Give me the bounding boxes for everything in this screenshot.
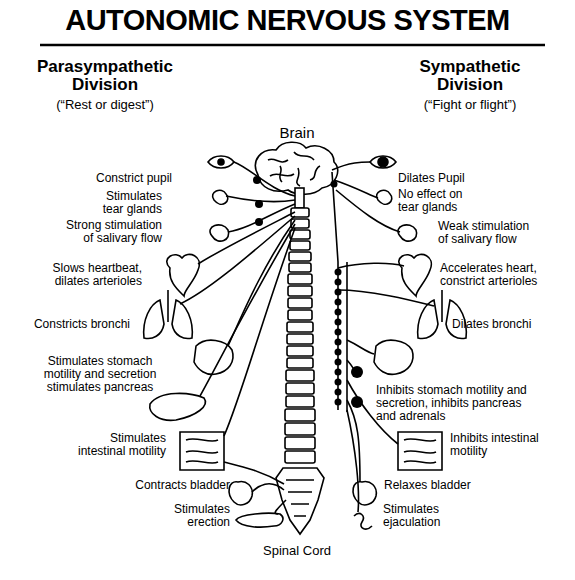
effect-label: Stimulates intestinal motility <box>60 432 166 458</box>
effect-label: Accelerates heart, constrict arterioles <box>440 262 562 288</box>
effect-label: Strong stimulation of salivary flow <box>54 219 162 245</box>
parasympathetic-ganglia <box>253 176 263 226</box>
title-rule <box>40 44 545 47</box>
effect-label: Constricts bronchi <box>10 318 130 331</box>
brain-label: Brain <box>257 125 337 141</box>
division-subtitle: (“Fight or flight”) <box>390 98 550 112</box>
effect-label: Contracts bladder <box>110 479 230 492</box>
parasympathetic-nerves <box>180 162 295 514</box>
effect-label: Stimulates ejaculation <box>383 503 459 529</box>
effect-label: Dilates Pupil <box>398 172 508 185</box>
effect-label: Inhibits stomach motility and secretion,… <box>376 384 536 423</box>
effect-label: Constrict pupil <box>62 172 172 185</box>
division-heading: Parasympathetic Division <box>23 58 188 95</box>
diagram-title: AUTONOMIC NERVOUS SYSTEM <box>0 4 575 37</box>
division-subtitle: (“Rest or digest”) <box>25 98 185 112</box>
effect-label: Dilates bronchi <box>452 318 572 331</box>
spinal-cord-label: Spinal Cord <box>237 544 357 558</box>
left-organs <box>144 156 283 527</box>
division-heading: Sympathetic Division <box>405 58 535 95</box>
effect-label: Slows heartbeat, dilates arterioles <box>30 262 142 288</box>
effect-label: Stimulates tear glands <box>88 190 162 216</box>
brain-drawing <box>255 142 337 208</box>
sympathetic-nerves <box>332 162 434 512</box>
effect-label: No effect on tear glands <box>398 188 478 214</box>
sympathetic-ganglia <box>331 181 364 409</box>
spine-drawing <box>276 208 324 534</box>
effect-label: Inhibits intestinal motility <box>450 432 554 458</box>
effect-label: Relaxes bladder <box>384 479 504 492</box>
effect-label: Weak stimulation of salivary flow <box>438 220 542 246</box>
effect-label: Stimulates stomach motility and secretio… <box>30 355 170 394</box>
effect-label: Stimulates erection <box>160 503 230 529</box>
